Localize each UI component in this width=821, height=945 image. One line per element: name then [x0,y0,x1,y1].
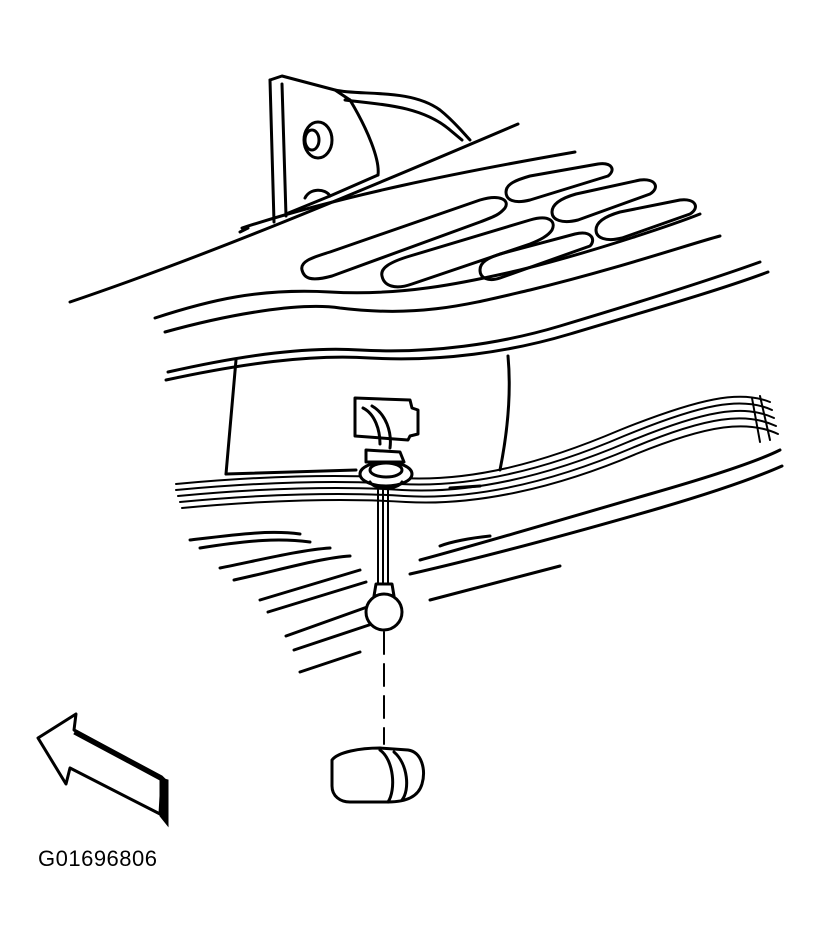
panel-surface [68,122,770,382]
bulb-socket [353,396,420,490]
direction-arrow [36,712,169,828]
wiring-harness [175,395,779,509]
housing-bracket [268,74,472,224]
housing-opening [224,354,511,476]
lamp-bulb [364,489,404,632]
figure-id-label: G01696806 [38,846,158,871]
panel-slots [300,162,697,289]
lens-cap [330,746,425,804]
lower-panel [188,448,784,674]
